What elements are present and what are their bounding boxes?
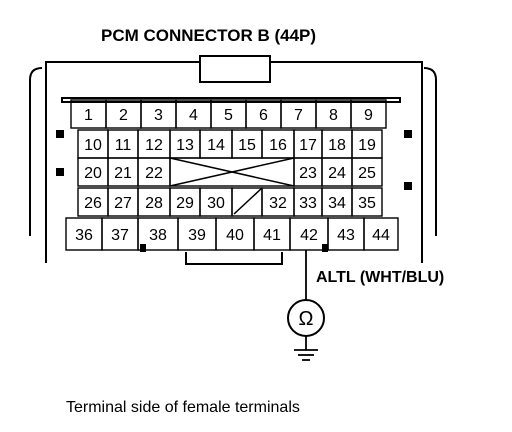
terminal-19-label: 19: [358, 137, 376, 154]
terminal-6-label: 6: [259, 107, 268, 124]
terminal-22-label: 22: [145, 165, 163, 182]
terminal-25-label: 25: [358, 165, 376, 182]
ground-icon: [294, 349, 318, 361]
terminal-44-cell: [363, 217, 399, 251]
terminal-9-cell: [350, 99, 387, 129]
view-caption: Terminal side of female terminals: [66, 399, 300, 416]
terminal-21-label: 21: [114, 165, 132, 182]
wire-label: ALTL (WHT/BLU): [316, 269, 444, 286]
terminal-24-label: 24: [328, 165, 346, 182]
terminal-41-label: 41: [263, 227, 281, 244]
terminal-10-label: 10: [84, 137, 102, 154]
terminal-2-label: 2: [119, 107, 128, 124]
terminal-17-label: 17: [299, 137, 317, 154]
blocked-cavity-marks: [169, 157, 295, 215]
terminal-40-label: 40: [226, 227, 244, 244]
terminal-38-label: 38: [149, 227, 167, 244]
terminal-26-label: 26: [84, 195, 102, 212]
terminal-30-label: 30: [207, 195, 225, 212]
diagram-title: PCM CONNECTOR B (44P): [101, 26, 316, 45]
terminal-34-label: 34: [328, 195, 346, 212]
terminal-12-label: 12: [145, 137, 163, 154]
terminal-16-label: 16: [269, 137, 287, 154]
terminal-42-label: 42: [300, 227, 318, 244]
terminal-44-label: 44: [372, 227, 390, 244]
terminal-18-label: 18: [328, 137, 346, 154]
terminal-4-label: 4: [189, 107, 198, 124]
terminal-15-label: 15: [238, 137, 256, 154]
terminal-28-label: 28: [145, 195, 163, 212]
ohm-symbol: Ω: [299, 308, 314, 330]
terminal-7-label: 7: [294, 107, 303, 124]
locking-tabs: [56, 130, 412, 252]
terminal-35-cell: [351, 187, 383, 217]
terminal-14-label: 14: [207, 137, 225, 154]
terminal-27-label: 27: [114, 195, 132, 212]
terminal-25-cell: [351, 157, 383, 187]
terminal-23-label: 23: [299, 165, 317, 182]
connector-housing: [29, 55, 437, 265]
terminal-8-label: 8: [329, 107, 338, 124]
terminal-37-label: 37: [111, 227, 129, 244]
terminal-36-label: 36: [75, 227, 93, 244]
terminal-1-label: 1: [84, 107, 93, 124]
terminal-32-label: 32: [269, 195, 287, 212]
terminal-20-label: 20: [84, 165, 102, 182]
terminal-33-label: 33: [299, 195, 317, 212]
terminal-3-label: 3: [154, 107, 163, 124]
probe-callout: Ω ALTL (WHT/BLU): [287, 250, 444, 361]
terminal-39-label: 39: [188, 227, 206, 244]
terminal-11-label: 11: [115, 137, 132, 154]
terminal-43-label: 43: [337, 227, 355, 244]
terminal-13-label: 13: [176, 137, 194, 154]
terminal-9-label: 9: [364, 107, 373, 124]
terminal-35-label: 35: [358, 195, 376, 212]
terminal-5-label: 5: [224, 107, 233, 124]
terminal-29-label: 29: [176, 195, 194, 212]
